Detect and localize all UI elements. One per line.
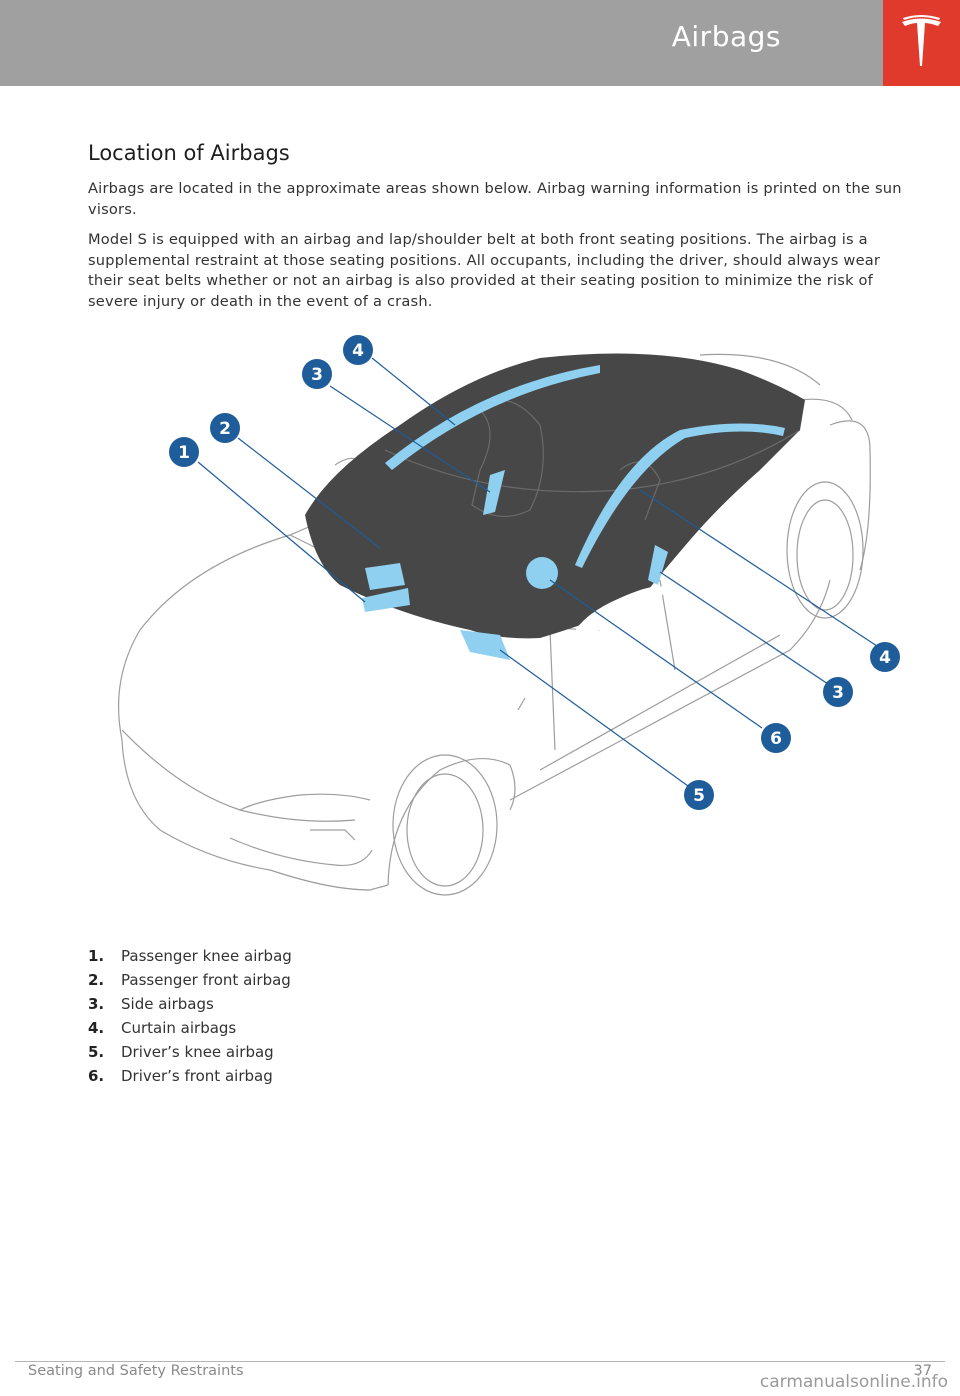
svg-text:6: 6: [770, 729, 782, 749]
callout-badge-5: 5: [684, 780, 714, 810]
section-title: Location of Airbags: [88, 141, 290, 165]
list-item: 2.Passenger front airbag: [88, 968, 292, 992]
callout-badge-2: 2: [210, 413, 240, 443]
tesla-logo-icon: [899, 13, 944, 69]
footer-divider: [15, 1361, 945, 1362]
footer-section-name: Seating and Safety Restraints: [28, 1363, 244, 1379]
page-title: Airbags: [672, 20, 781, 53]
svg-text:4: 4: [879, 648, 891, 668]
callout-badge-4: 4: [343, 335, 373, 365]
callout-badge-3: 3: [302, 359, 332, 389]
list-item: 3.Side airbags: [88, 992, 292, 1016]
tesla-logo: [883, 0, 960, 86]
warning-paragraph: Model S is equipped with an airbag and l…: [88, 230, 912, 312]
callout-badge-1: 1: [169, 437, 199, 467]
callout-badge-6: 6: [761, 723, 791, 753]
list-item: 6.Driver’s front airbag: [88, 1064, 292, 1088]
list-item: 4.Curtain airbags: [88, 1016, 292, 1040]
watermark: carmanualsonline.info: [760, 1372, 948, 1392]
svg-text:3: 3: [832, 683, 844, 703]
airbag-legend: 1.Passenger knee airbag 2.Passenger fron…: [88, 944, 292, 1088]
svg-text:3: 3: [311, 365, 323, 385]
callout-badge-3-right: 3: [823, 677, 853, 707]
header-bar: Airbags: [0, 0, 883, 86]
list-item: 1.Passenger knee airbag: [88, 944, 292, 968]
intro-paragraph: Airbags are located in the approximate a…: [88, 179, 912, 220]
callout-badge-4-right: 4: [870, 642, 900, 672]
svg-text:1: 1: [178, 443, 190, 463]
list-item: 5.Driver’s knee airbag: [88, 1040, 292, 1064]
svg-text:4: 4: [352, 341, 364, 361]
svg-text:2: 2: [219, 419, 231, 439]
svg-text:5: 5: [693, 786, 705, 806]
airbag-location-diagram: 1 2 3 4 4 3 6 5: [100, 330, 920, 920]
